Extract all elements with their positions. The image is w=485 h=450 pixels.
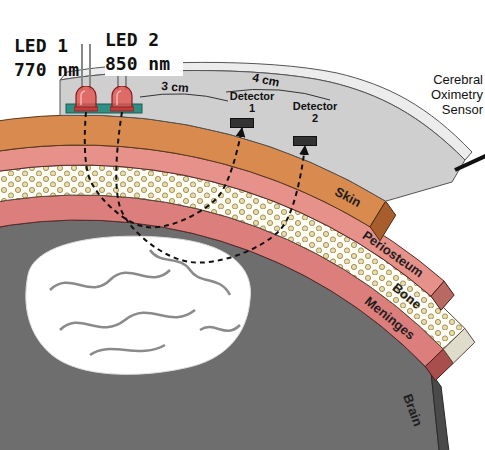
sensor-label: Cerebral Oximetry Sensor (398, 72, 483, 117)
led-highlight (117, 91, 121, 105)
brain-sulcus (90, 345, 165, 355)
brain-sulcus (60, 310, 195, 330)
light-path-arrow (116, 112, 305, 263)
led-dome (74, 86, 98, 112)
periosteum-cut-face (431, 281, 454, 310)
led-lens (76, 86, 96, 108)
brain-sulcus (50, 270, 170, 290)
light-path-arrow (85, 112, 242, 227)
led-highlight (81, 91, 85, 105)
dimension-label: 3 cm (161, 79, 189, 95)
brain-sulcus (200, 325, 240, 331)
detector-label: Detector 1 (227, 90, 277, 114)
detector-label: Detector 2 (290, 100, 340, 124)
led-label: LED 2 850 nm (105, 28, 183, 76)
detector: Detector 2 (285, 100, 345, 146)
detector-window (230, 118, 254, 128)
led-leg (81, 44, 83, 90)
detector: Detector 1 (222, 90, 282, 128)
led-lens (112, 86, 132, 108)
led-emitter: LED 1 770 nm (14, 34, 106, 112)
bone-cut-face (443, 328, 475, 363)
led-emitter: LED 2 850 nm (105, 28, 185, 112)
led-dome (110, 86, 134, 112)
detector-window (293, 136, 317, 146)
sensor-body (60, 71, 465, 202)
brain-sulcus (150, 250, 230, 295)
led-base (74, 107, 98, 111)
sensor-cable (455, 154, 485, 170)
led-leg (89, 44, 91, 90)
led-label: LED 1 770 nm (14, 34, 84, 82)
brain-gyri (26, 236, 251, 374)
led-base (110, 107, 134, 111)
brain-cut-face (431, 373, 450, 450)
